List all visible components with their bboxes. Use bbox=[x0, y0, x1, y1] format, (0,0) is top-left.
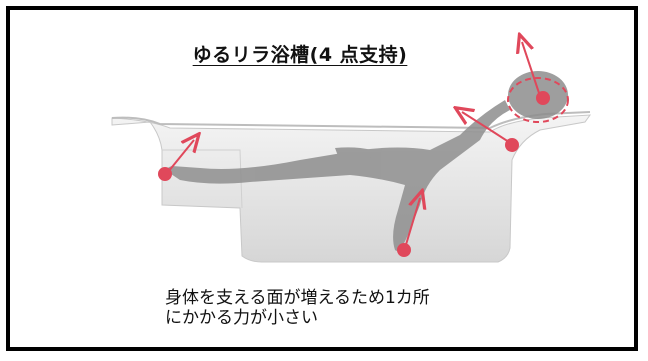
diagram-title: ゆるリラ浴槽(4 点支持) bbox=[192, 44, 408, 66]
person-silhouette bbox=[167, 71, 568, 251]
support-point-back bbox=[505, 138, 519, 152]
support-point-hip bbox=[397, 243, 411, 257]
head-support-ring bbox=[507, 77, 569, 123]
back-force-arrow bbox=[462, 112, 513, 145]
caption: 身体を支える面が増えるため1カ所 にかかる力が小さい bbox=[165, 288, 430, 328]
head-force-arrow bbox=[522, 42, 541, 97]
hip-force-arrow bbox=[404, 198, 420, 249]
support-point-foot bbox=[158, 167, 172, 181]
bathtub-shell bbox=[111, 114, 592, 263]
foot-force-arrow bbox=[167, 140, 194, 173]
caption-line-2: にかかる力が小さい bbox=[165, 308, 318, 328]
support-point-head bbox=[536, 91, 550, 105]
caption-line-1: 身体を支える面が増えるため1カ所 bbox=[165, 288, 430, 308]
